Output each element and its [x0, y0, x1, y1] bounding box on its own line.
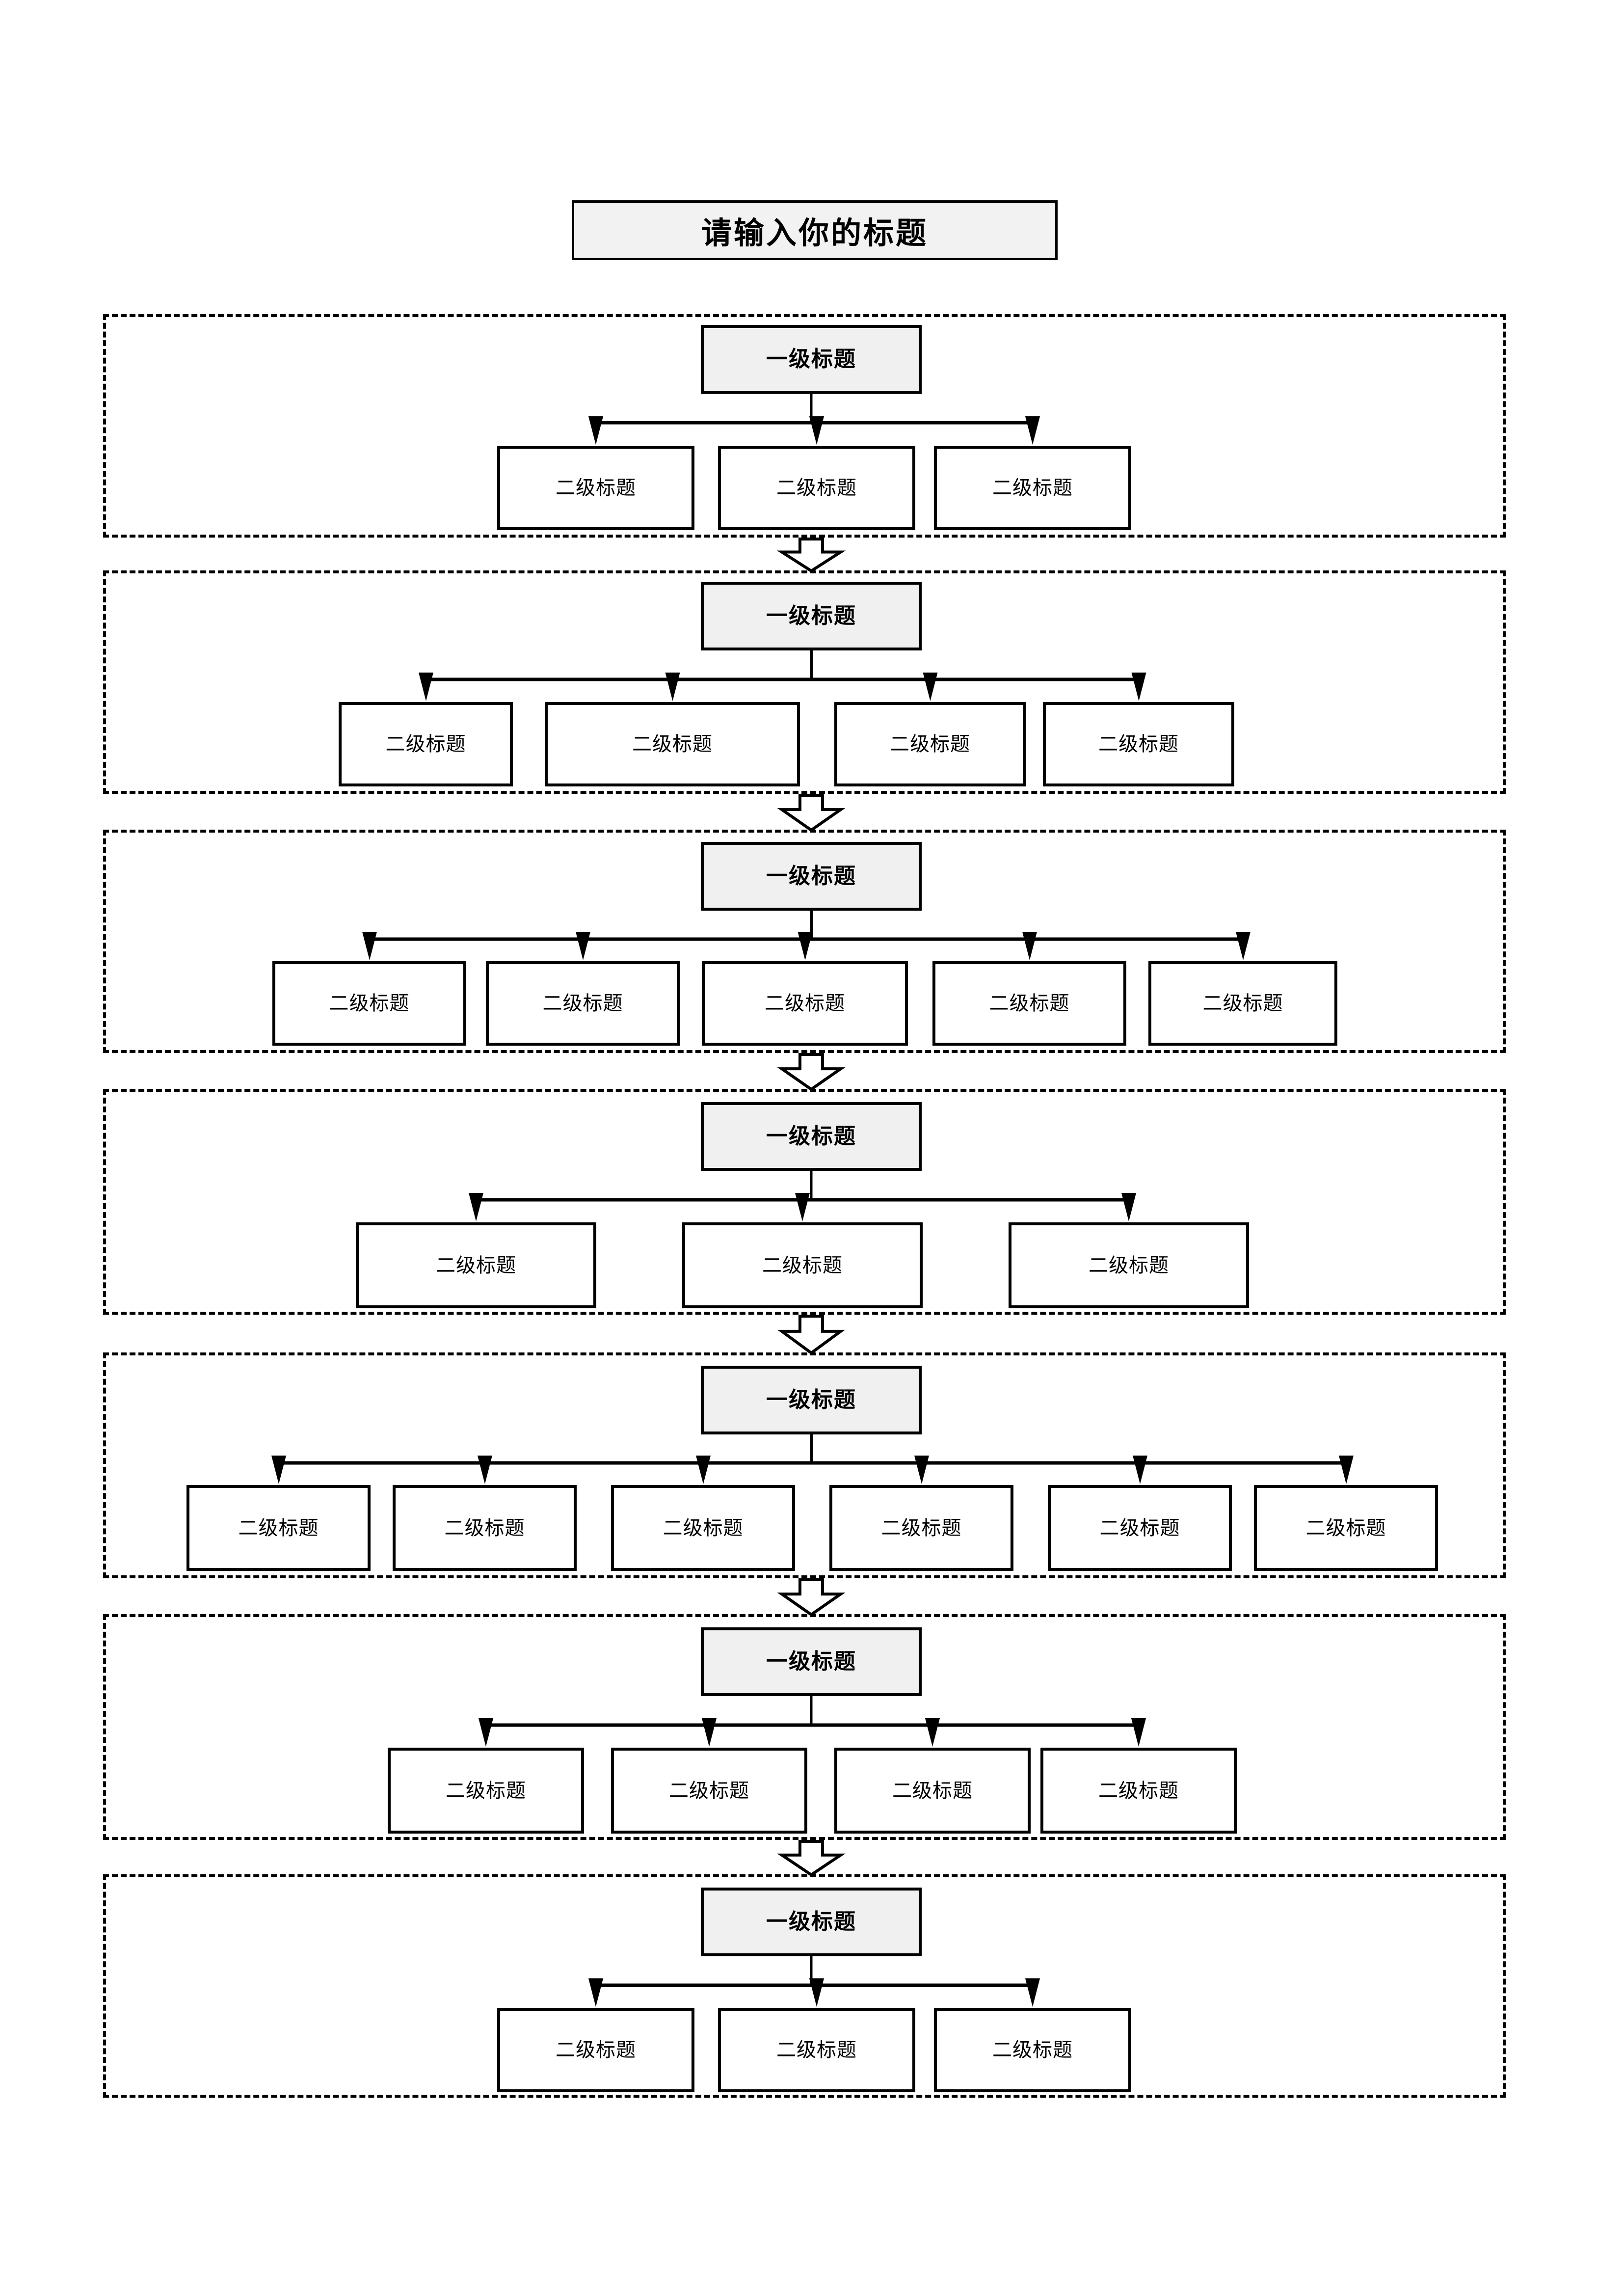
level2-node-label: 二级标题 [989, 992, 1070, 1015]
level2-node-label: 二级标题 [556, 2039, 636, 2061]
level2-node-4-1[interactable]: 二级标题 [356, 1222, 596, 1308]
diagram-title-label: 请输入你的标题 [701, 215, 928, 251]
level2-node-6-2[interactable]: 二级标题 [611, 1748, 807, 1834]
level2-node-6-1[interactable]: 二级标题 [388, 1748, 584, 1834]
level2-node-2-4[interactable]: 二级标题 [1043, 702, 1234, 786]
level2-node-6-3[interactable]: 二级标题 [834, 1748, 1031, 1834]
level2-node-label: 二级标题 [762, 1254, 843, 1277]
level2-node-5-1[interactable]: 二级标题 [186, 1485, 371, 1571]
level1-node-label: 一级标题 [766, 863, 856, 889]
level2-node-label: 二级标题 [1099, 1516, 1180, 1540]
level2-node-label: 二级标题 [1202, 992, 1283, 1015]
section-connector-arrow-3 [777, 1053, 846, 1091]
level2-node-5-6[interactable]: 二级标题 [1254, 1485, 1438, 1571]
level2-node-label: 二级标题 [992, 2039, 1073, 2061]
level2-node-label: 二级标题 [385, 733, 466, 756]
level2-node-label: 二级标题 [542, 992, 623, 1015]
level2-node-label: 二级标题 [444, 1516, 525, 1540]
level2-node-label: 二级标题 [436, 1254, 516, 1277]
section-container-5[interactable] [103, 1352, 1506, 1578]
down-block-arrow-shape [777, 794, 846, 832]
level2-node-label: 二级标题 [776, 2039, 857, 2061]
level2-node-2-1[interactable]: 二级标题 [339, 702, 513, 786]
level1-node-2[interactable]: 一级标题 [701, 582, 922, 650]
level2-node-label: 二级标题 [663, 1516, 744, 1540]
down-block-arrow-shape [777, 1315, 846, 1355]
level2-node-label: 二级标题 [632, 733, 713, 756]
section-connector-arrow-6 [777, 1840, 846, 1877]
level1-node-1[interactable]: 一级标题 [701, 325, 922, 394]
level2-node-2-3[interactable]: 二级标题 [834, 702, 1026, 786]
level2-node-4-2[interactable]: 二级标题 [682, 1222, 923, 1308]
level1-node-label: 一级标题 [766, 1648, 856, 1674]
level1-node-label: 一级标题 [766, 1123, 856, 1149]
diagram-title-box[interactable]: 请输入你的标题 [572, 200, 1058, 260]
level2-node-1-1[interactable]: 二级标题 [497, 446, 694, 530]
section-connector-arrow-5 [777, 1578, 846, 1617]
level2-node-4-3[interactable]: 二级标题 [1009, 1222, 1249, 1308]
level1-node-4[interactable]: 一级标题 [701, 1102, 922, 1171]
level2-node-1-3[interactable]: 二级标题 [934, 446, 1131, 530]
level2-node-5-5[interactable]: 二级标题 [1048, 1485, 1232, 1571]
level1-node-label: 一级标题 [766, 1387, 856, 1412]
level2-node-7-1[interactable]: 二级标题 [497, 2008, 694, 2092]
section-container-6[interactable] [103, 1614, 1506, 1840]
level2-node-label: 二级标题 [890, 733, 970, 756]
level2-node-label: 二级标题 [1089, 1254, 1169, 1277]
level2-node-label: 二级标题 [556, 477, 636, 499]
level2-node-3-1[interactable]: 二级标题 [272, 961, 466, 1046]
level1-node-5[interactable]: 一级标题 [701, 1366, 922, 1434]
section-connector-arrow-1 [776, 538, 846, 573]
down-block-arrow-shape [776, 538, 846, 573]
level2-node-label: 二级标题 [892, 1779, 973, 1802]
level2-node-5-2[interactable]: 二级标题 [393, 1485, 577, 1571]
section-container-4[interactable] [103, 1089, 1506, 1315]
level2-node-label: 二级标题 [446, 1779, 526, 1802]
level1-node-label: 一级标题 [766, 603, 856, 628]
level1-node-label: 一级标题 [766, 346, 856, 372]
level2-node-label: 二级标题 [1098, 1779, 1179, 1802]
down-block-arrow-shape [777, 1840, 846, 1877]
section-container-7[interactable] [103, 1874, 1506, 2098]
level2-node-label: 二级标题 [881, 1516, 962, 1540]
level2-node-label: 二级标题 [329, 992, 410, 1015]
level2-node-label: 二级标题 [1305, 1516, 1386, 1540]
level2-node-6-4[interactable]: 二级标题 [1040, 1748, 1237, 1834]
section-container-1[interactable] [103, 314, 1506, 538]
level2-node-3-5[interactable]: 二级标题 [1148, 961, 1337, 1046]
level2-node-3-4[interactable]: 二级标题 [932, 961, 1126, 1046]
level2-node-3-2[interactable]: 二级标题 [486, 961, 680, 1046]
level2-node-1-2[interactable]: 二级标题 [718, 446, 915, 530]
level1-node-7[interactable]: 一级标题 [701, 1888, 922, 1956]
down-block-arrow-shape [777, 1053, 846, 1091]
level2-node-7-3[interactable]: 二级标题 [934, 2008, 1131, 2092]
level2-node-label: 二级标题 [776, 477, 857, 499]
level2-node-2-2[interactable]: 二级标题 [545, 702, 800, 786]
level1-node-6[interactable]: 一级标题 [701, 1627, 922, 1696]
section-connector-arrow-4 [777, 1315, 846, 1355]
level2-node-7-2[interactable]: 二级标题 [718, 2008, 915, 2092]
level2-node-5-4[interactable]: 二级标题 [829, 1485, 1013, 1571]
down-block-arrow-shape [777, 1578, 846, 1617]
level2-node-label: 二级标题 [669, 1779, 749, 1802]
level2-node-label: 二级标题 [765, 992, 845, 1015]
level2-node-3-3[interactable]: 二级标题 [702, 961, 908, 1046]
section-container-3[interactable] [103, 830, 1506, 1053]
level2-node-label: 二级标题 [992, 477, 1073, 499]
level2-node-5-3[interactable]: 二级标题 [611, 1485, 795, 1571]
level2-node-label: 二级标题 [238, 1516, 319, 1540]
level1-node-label: 一级标题 [766, 1909, 856, 1934]
level1-node-3[interactable]: 一级标题 [701, 842, 922, 911]
section-container-2[interactable] [103, 570, 1506, 794]
section-connector-arrow-2 [777, 794, 846, 832]
level2-node-label: 二级标题 [1098, 733, 1179, 756]
